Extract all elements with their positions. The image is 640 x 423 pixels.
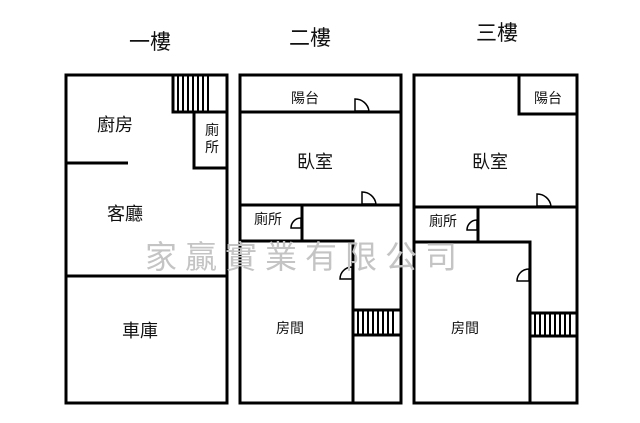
floor-2-title: 二樓: [289, 26, 331, 50]
toilet-room: [192, 110, 229, 170]
room-label-bedroom: 臥室: [472, 152, 508, 173]
room-label-toilet: 廁所: [254, 211, 282, 228]
room-label-living: 客廳: [107, 204, 143, 225]
floor-2-outline: [238, 73, 403, 405]
room-label-balcony: 陽台: [291, 91, 319, 107]
floor-3-outline: [412, 73, 579, 405]
door-icon: [536, 193, 552, 207]
door-icon: [361, 191, 377, 205]
floor-1-outline: [64, 73, 229, 405]
room-label-room: 房間: [276, 321, 304, 337]
door-icon: [516, 268, 530, 282]
room-label-toilet: 廁: [205, 122, 219, 139]
floor-1-plan: 廚房 廁 所 客廳 車庫: [64, 73, 229, 405]
room-label-toilet: 所: [205, 140, 219, 156]
door-icon: [466, 219, 478, 231]
room-label-garage: 車庫: [122, 321, 158, 342]
watermark: 家贏實業有限公司: [145, 238, 465, 276]
room-label-balcony: 陽台: [534, 91, 562, 107]
stairs-icon: [530, 311, 577, 338]
room-label-kitchen: 廚房: [97, 114, 133, 136]
room-label-toilet: 廁所: [429, 213, 457, 230]
room-label-room: 房間: [451, 321, 479, 337]
balcony-room: [517, 73, 579, 116]
floor-2-plan: 陽台 臥室 廁所 房間: [238, 73, 403, 405]
stairs-icon: [353, 308, 401, 337]
stairs-icon: [171, 73, 229, 114]
floor-3-title: 三樓: [476, 21, 518, 45]
floor-3-plan: 陽台 臥室 廁所 房間: [412, 73, 579, 405]
floor-1-title: 一樓: [129, 30, 171, 54]
door-icon: [354, 98, 370, 112]
room-label-bedroom: 臥室: [297, 152, 333, 173]
door-icon: [339, 266, 353, 280]
door-icon: [290, 217, 302, 229]
